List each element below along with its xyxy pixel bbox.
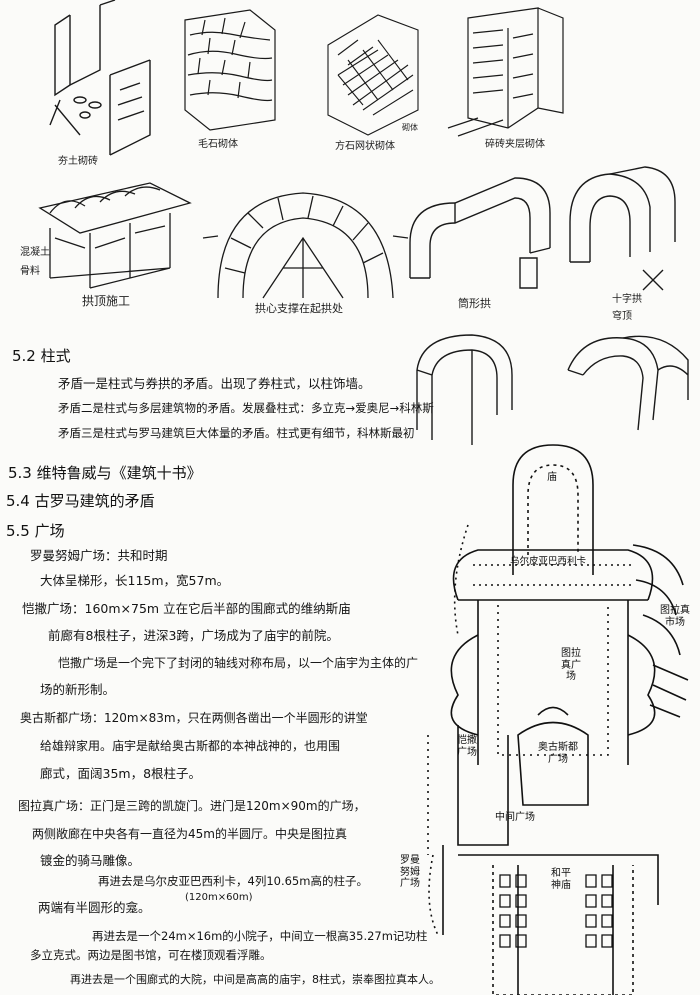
caption-centering: 拱心支撑在起拱处 [255,302,343,315]
note-5-5-line-13: 再进去是乌尔皮亚巴西利卡，4列10.65m高的柱子。 [98,874,368,888]
plan-label-trajan-market: 图拉真市场 [660,605,690,628]
caption-rubble: 毛石砌体 [198,139,238,150]
caption-aggregate: 骨料 [20,266,40,277]
rammed-earth-wall-sketch [40,5,160,155]
rubble-masonry-sketch [180,10,280,130]
caption-cross-vault: 十字拱 [612,294,642,305]
plan-label-romanum-forum: 罗曼努姆广场 [400,855,420,889]
caption-rammed-earth: 夯土砌砖 [58,156,98,167]
note-5-5-line-2: 大体呈梯形，长115m，宽57m。 [40,573,230,588]
note-5-5-line-6: 场的新形制。 [40,682,116,697]
plan-label-caesar-forum: 恺撒广场 [457,735,477,758]
note-5-2-line-2: 矛盾二是柱式与多层建筑物的矛盾。发展叠柱式：多立克→爱奥尼→科林斯 [58,401,434,415]
note-5-5-line-18: 再进去是一个围廊式的大院，中间是高高的庙宇，8柱式，崇奉图拉真本人。 [70,973,440,986]
brick-layer-masonry-sketch [448,8,568,138]
vault-construction-sketch [30,178,190,298]
note-5-5-line-9: 廊式，面阔35m，8根柱子。 [40,766,202,781]
plan-label-trajan-forum: 图拉真广场 [561,648,581,682]
note-5-5-line-4: 前廊有8根柱子，进深3跨，广场成为了庙宇的前院。 [48,628,339,643]
barrel-vault-sketch [405,168,555,288]
note-5-5-line-5: 恺撒广场是一个完下了封闭的轴线对称布局，以一个庙宇为主体的广 [58,656,419,670]
note-5-5-line-15: 两端有半圆形的龛。 [38,900,151,915]
heading-5-5: 5.5 广场 [6,522,65,540]
caption-opus-reticulatum: 方石网状砌体 [335,141,395,152]
plan-label-middle-forum: 中间广场 [495,812,535,823]
note-5-5-line-1: 罗曼努姆广场：共和时期 [30,548,168,563]
plan-label-temple-peace: 和平神庙 [551,868,571,891]
note-5-5-line-11: 两侧敞廊在中央各有一直径为45m的半圆厅。中央是图拉真 [32,827,347,841]
cross-vault-sketch [565,162,680,292]
note-5-5-line-12: 镀金的骑马雕像。 [40,853,141,868]
note-5-2-line-3: 矛盾三是柱式与罗马建筑巨大体量的矛盾。柱式更有细节，科林斯最初 [58,426,415,440]
note-5-2-line-1: 矛盾一是柱式与券拱的矛盾。出现了券柱式，以柱饰墙。 [58,376,371,391]
note-5-5-line-17: 多立克式。两边是图书馆，可在楼顶观看浮雕。 [30,948,272,962]
caption-vault-construction: 拱顶施工 [82,294,131,308]
imperial-fora-plan [418,435,693,995]
heading-5-4: 5.4 古罗马建筑的矛盾 [6,492,155,510]
note-5-5-line-8: 给雄辩家用。庙宇是献给奥古斯都的本神战神的，也用围 [40,739,341,753]
caption-concrete: 混凝土 [20,247,50,258]
note-5-5-line-10: 图拉真广场：正门是三跨的凯旋门。进门是120m×90m的广场， [18,799,366,813]
caption-brick-layer: 碎砖夹层砌体 [485,139,545,150]
heading-5-3: 5.3 维特鲁威与《建筑十书》 [8,464,202,482]
centering-arch-sketch [203,178,408,303]
note-5-5-line-14: (120m×60m) [185,892,253,903]
plan-label-augustus-forum: 奥古斯都广场 [538,742,578,765]
cross-vault-sketch-2 [412,330,517,445]
caption-barrel-vault: 筒形拱 [458,297,491,310]
plan-label-basilica: 乌尔皮亚巴西利卡 [510,556,587,567]
plan-label-temple: 庙 [547,472,557,483]
caption-dome: 穹顶 [612,311,632,322]
note-5-5-line-7: 奥古斯都广场：120m×83m，只在两侧各凿出一个半圆形的讲堂 [20,711,368,725]
note-5-5-line-3: 恺撒广场：160m×75m 立在它后半部的围廊式的维纳斯庙 [22,601,351,616]
opus-reticulatum-sketch [318,15,428,135]
caption-masonry: 砌体 [402,123,418,132]
heading-5-2: 5.2 柱式 [12,347,71,365]
dome-vault-sketch [563,330,693,440]
note-5-5-line-16: 再进去是一个24m×16m的小院子，中间立一根高35.27m记功柱 [92,929,428,943]
